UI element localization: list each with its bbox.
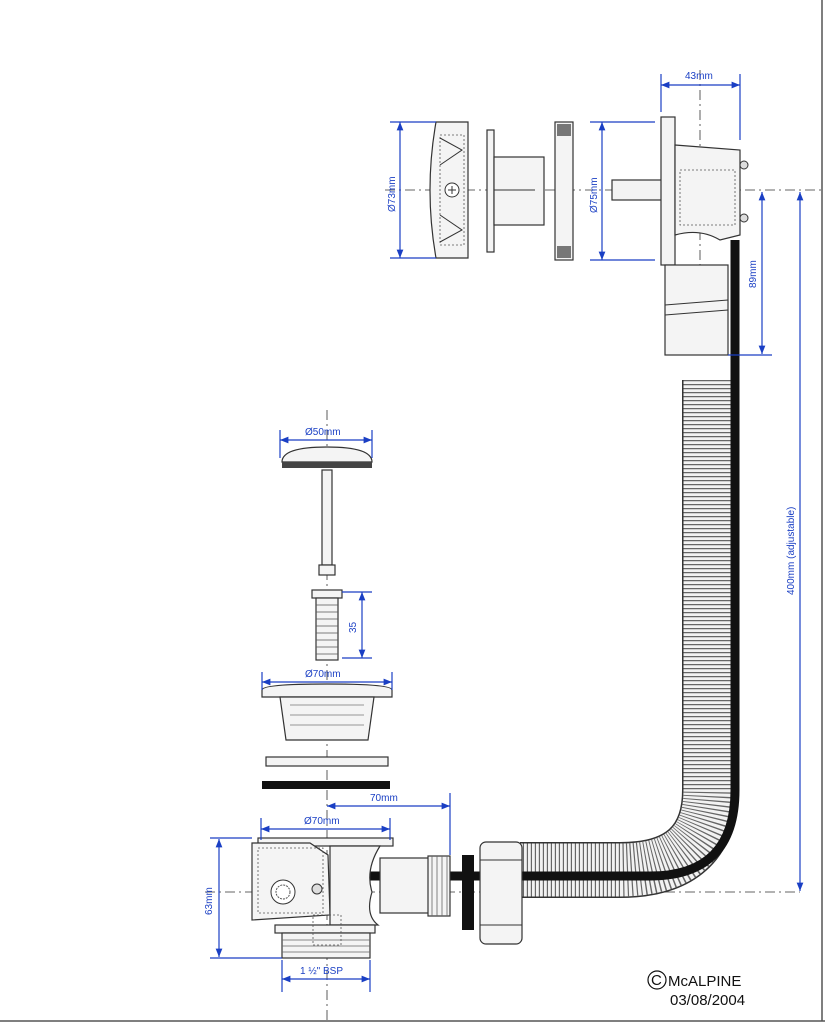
cable <box>330 240 740 881</box>
brand-block: C McALPINE 03/08/2004 <box>647 970 745 1009</box>
brand-name: McALPINE <box>668 973 741 990</box>
cap-diameter-label: Ø73mm <box>387 176 398 212</box>
plug-diameter-label: Ø50mm <box>305 427 341 438</box>
flat-washer <box>265 756 389 767</box>
threaded-insert <box>311 589 343 661</box>
copyright-icon <box>647 970 667 990</box>
overflow-diameter-label: Ø75mm <box>589 177 600 213</box>
waste-offset-label: 70mm <box>370 793 398 804</box>
overflow-body <box>611 116 749 356</box>
overflow-face-plate <box>486 129 545 253</box>
hose-length-label: 400mm (adjustable) <box>786 507 797 595</box>
waste-diameter-label: Ø70mm <box>304 816 340 827</box>
waste-height-label: 63mm <box>204 887 215 915</box>
drawing-date: 03/08/2004 <box>670 992 745 1009</box>
strainer-diameter-label: Ø70mm <box>305 669 341 680</box>
overflow-cap <box>429 121 469 259</box>
strainer <box>261 683 393 741</box>
corrugated-hose <box>520 380 738 898</box>
dimension-labels: Ø73mm Ø75mm 43mm 89mm 400mm (adjustable)… <box>204 71 797 977</box>
rubber-gasket <box>262 781 390 789</box>
overflow-depth-label: 43mm <box>685 71 713 82</box>
insert-length-label: 35 <box>348 621 359 633</box>
waste-body <box>251 837 523 959</box>
dimension-lines <box>210 74 804 992</box>
overflow-drop-label: 89mm <box>748 260 759 288</box>
plug <box>281 446 373 576</box>
thread-label: 1 ½" BSP <box>300 966 343 977</box>
overflow-seal-ring <box>554 121 574 261</box>
copyright-symbol: C <box>651 972 662 989</box>
